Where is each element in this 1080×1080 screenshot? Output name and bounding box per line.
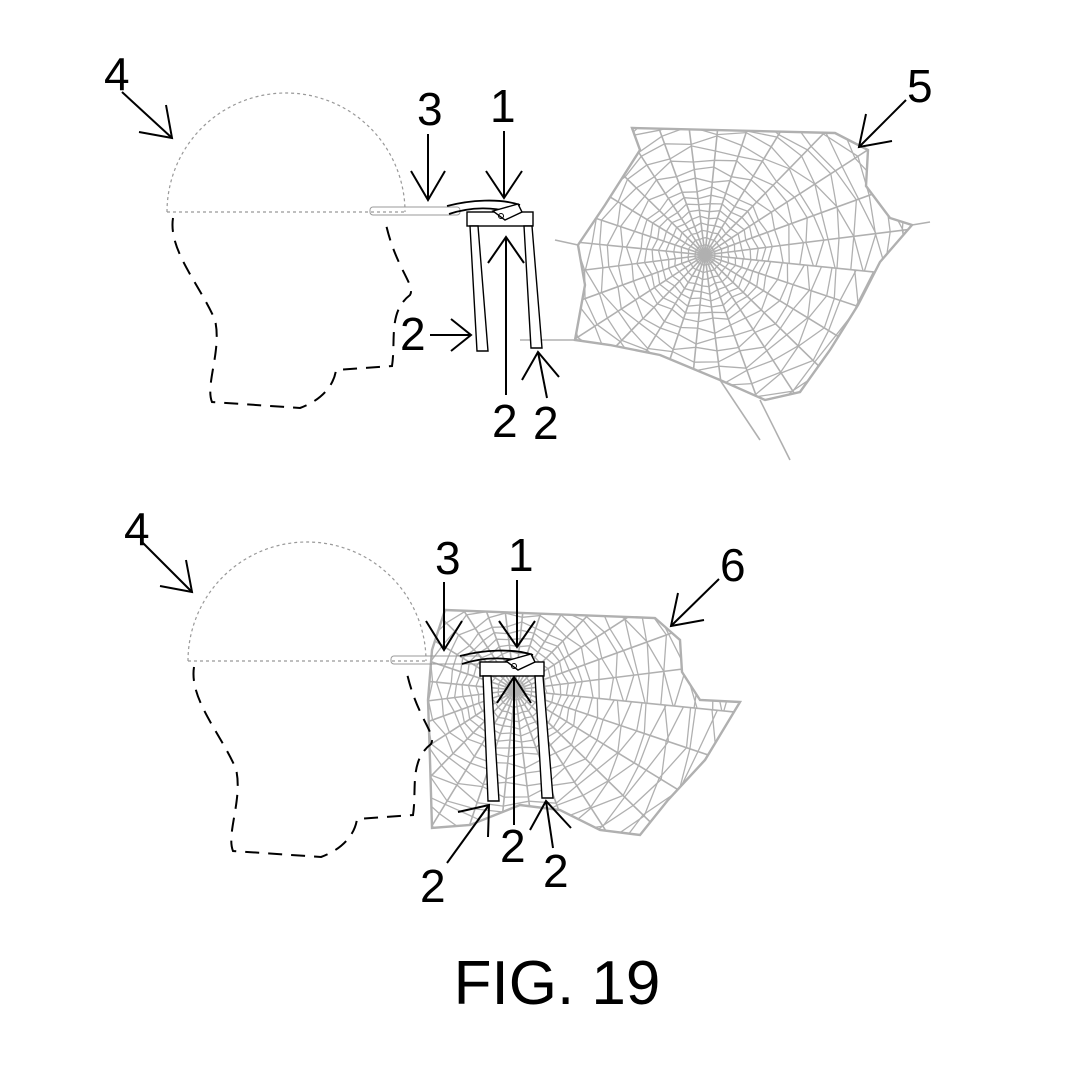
arrow-2c-bottom	[529, 799, 572, 849]
spider-web-6	[426, 608, 743, 837]
hat-visor	[369, 206, 461, 216]
rod-right	[523, 225, 543, 349]
hat-dome	[187, 541, 427, 662]
arrow-2a-top	[430, 318, 473, 352]
arrow-6-bottom	[669, 578, 720, 628]
face-profile	[192, 666, 434, 859]
clip-pivot	[511, 663, 517, 669]
clip-jaw	[491, 203, 523, 221]
label-3-bottom: 3	[435, 532, 461, 584]
arrow-2b-top	[487, 235, 525, 395]
device-1	[446, 199, 543, 352]
rod-left	[469, 225, 489, 352]
arrow-2a-bottom	[446, 803, 491, 864]
label-2b-top: 2	[492, 395, 518, 447]
label-3-top: 3	[417, 83, 443, 135]
label-1-top: 1	[490, 80, 516, 132]
rod-right	[534, 675, 554, 799]
arrow-1-bottom	[498, 580, 536, 649]
device-1	[459, 649, 554, 802]
top-view: 4 3 1 5 2 2 2	[104, 48, 933, 461]
label-6-bottom: 6	[720, 539, 746, 591]
label-5-top: 5	[907, 60, 933, 112]
hat-dome	[166, 92, 406, 213]
arrow-4-bottom	[142, 542, 194, 594]
bottom-view: 4 3 1 6 2 2 2	[124, 503, 746, 912]
arrow-1-top	[485, 131, 523, 200]
arrow-4-top	[121, 91, 174, 140]
label-2c-top: 2	[533, 397, 559, 449]
label-2c-bottom: 2	[543, 845, 569, 897]
label-2b-bottom: 2	[500, 820, 526, 872]
arrow-3-bottom	[425, 582, 463, 652]
label-2a-top: 2	[400, 308, 426, 360]
label-2a-bottom: 2	[420, 860, 446, 912]
figure-caption: FIG. 19	[454, 949, 661, 1018]
label-4-top: 4	[104, 48, 130, 100]
arrow-2b-bottom	[496, 675, 532, 825]
arrow-3-top	[410, 134, 446, 202]
rod-left	[482, 675, 500, 802]
label-1-bottom: 1	[508, 529, 534, 581]
arrow-2c-top	[521, 350, 560, 399]
label-4-bottom: 4	[124, 503, 150, 555]
clip-jaw	[504, 653, 536, 671]
clip-pivot	[498, 213, 504, 219]
face-profile	[171, 217, 413, 410]
arrow-5-top	[857, 99, 907, 149]
